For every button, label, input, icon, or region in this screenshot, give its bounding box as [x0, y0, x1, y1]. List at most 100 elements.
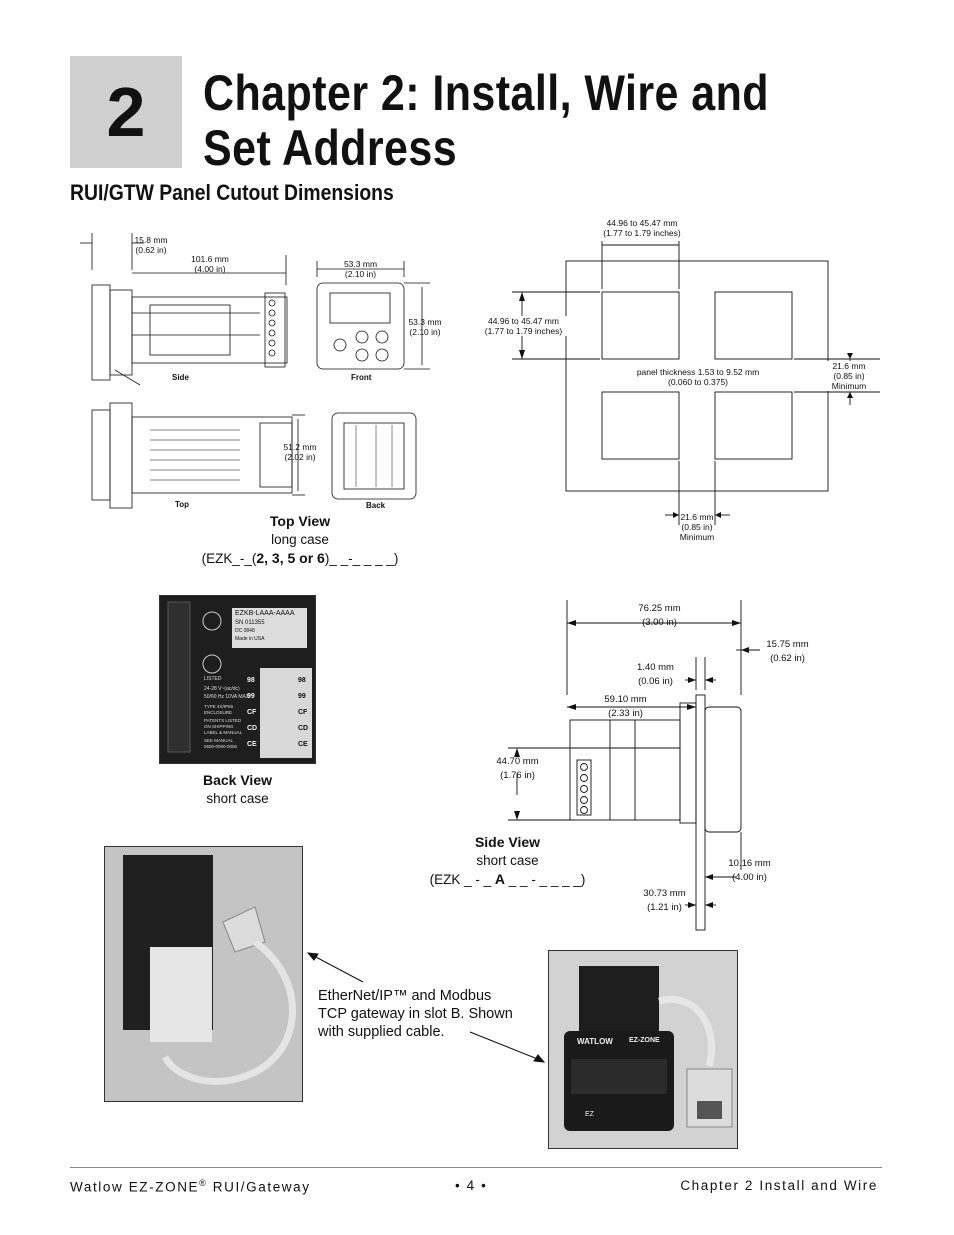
- side-dim-76-25-mm: 76.25 mm: [638, 603, 681, 614]
- side-dim-1-40-mm: 1.40 mm: [637, 662, 674, 673]
- dim-15-8-in: (0.62 in): [135, 245, 167, 255]
- dim-101-6-mm: 101.6 mm: [191, 254, 229, 264]
- view-label-front: Front: [351, 373, 372, 382]
- gateway-note-line-2: TCP gateway in slot B. Shown: [318, 1006, 513, 1022]
- side-dim-59-10-mm: 59.10 mm: [604, 694, 647, 705]
- dim-15-8: 15.8 mm (0.62 in): [126, 235, 176, 255]
- dim-51-2: 51.2 mm (2.02 in): [278, 442, 322, 462]
- side-view-caption-title: Side View: [474, 834, 541, 850]
- footer-left: Watlow EZ-ZONE® RUI/Gateway: [70, 1178, 311, 1195]
- footer-product: Watlow EZ-ZONE: [70, 1179, 200, 1195]
- side-dim-15-75: 15.75 mm (0.62 in): [760, 638, 815, 666]
- side-dim-10-16-mm: 10.16 mm: [728, 858, 771, 869]
- terminal-ce-right: CE: [298, 741, 308, 748]
- back-photo-label-part: EZKB-LAAA-AAAA: [235, 610, 295, 617]
- side-dim-15-75-in: (0.62 in): [770, 653, 805, 664]
- long-case-drawing: [80, 233, 430, 509]
- panel-thickness-mm: panel thickness 1.53 to 9.52 mm: [636, 367, 760, 377]
- panel-thickness-note: panel thickness 1.53 to 9.52 mm (0.060 t…: [618, 367, 778, 387]
- terminal-cd-right: CD: [298, 725, 309, 732]
- side-dim-76-25-in: (3.00 in): [642, 617, 677, 628]
- back-view-caption: Back View short case: [190, 771, 285, 808]
- panel-thickness-in: (0.060 to 0.375): [667, 377, 728, 387]
- back-photo-label-made: Made in USA: [235, 636, 265, 642]
- chapter-title-line-2: Set Address: [203, 120, 458, 176]
- back-photo-manual-2: 0600-0060-0000: [204, 744, 238, 749]
- footer-rule: [70, 1167, 882, 1168]
- cutout-dim-right-in: (0.85 in): [833, 371, 865, 381]
- dim-51-2-mm: 51.2 mm: [283, 442, 317, 452]
- back-view-photo: EZKB-LAAA-AAAA SN 011355 DC 0848 Made in…: [159, 595, 316, 764]
- terminal-cf-right: CF: [298, 709, 308, 716]
- cutout-dim-bottom-in: (0.85 in): [681, 522, 713, 532]
- footer-registered-mark: ®: [199, 1178, 208, 1188]
- top-view-caption: Top View long case (EZK_-_(2, 3, 5 or 6)…: [190, 512, 410, 568]
- view-label-back: Back: [366, 501, 386, 510]
- cutout-dim-right-min: Minimum: [831, 381, 867, 391]
- chapter-title-line-1: Chapter 2: Install, Wire and: [203, 65, 769, 121]
- dim-53-3-width: 53.3 mm (2.10 in): [333, 259, 388, 279]
- gateway-photo-front: WATLOW EZ-ZONE EZ: [548, 950, 738, 1149]
- dim-53-3-height-mm: 53.3 mm: [408, 317, 442, 327]
- back-photo-patents-3: LABEL & MANUAL: [204, 730, 243, 735]
- terminal-ce-left: CE: [247, 741, 257, 748]
- callout-arrows: [306, 952, 546, 1063]
- cutout-dim-right-mm: 21.6 mm: [832, 361, 866, 371]
- side-dim-30-73-mm: 30.73 mm: [643, 888, 686, 899]
- dim-101-6-in: (4.00 in): [194, 264, 226, 274]
- footer-product-2: RUI/Gateway: [207, 1179, 311, 1195]
- back-view-caption-line2: short case: [206, 791, 269, 806]
- back-photo-enclosure: ENCLOSURE: [204, 710, 233, 715]
- cutout-dim-left: 44.96 to 45.47 mm (1.77 to 1.79 inches): [476, 316, 571, 336]
- side-view-caption-line3: (EZK _ - _ A _ _ - _ _ _ _): [429, 871, 586, 887]
- dim-53-3-height: 53.3 mm (2.10 in): [404, 317, 446, 337]
- back-photo-voltage: 24-28 V~(ac/dc): [204, 686, 240, 692]
- cutout-dim-left-in: (1.77 to 1.79 inches): [484, 326, 563, 336]
- side-view-caption-line2: short case: [476, 853, 539, 868]
- cutout-dim-left-mm: 44.96 to 45.47 mm: [488, 316, 559, 326]
- back-view-caption-title: Back View: [202, 772, 272, 788]
- back-photo-terminal-labels-right: 98 99 CF CD CE: [298, 673, 308, 753]
- top-view-caption-line3: (EZK_-_(2, 3, 5 or 6)_ _-_ _ _ _): [201, 550, 399, 566]
- chapter-title: Chapter 2: Install, Wire and Set Address: [203, 66, 822, 176]
- footer-chapter: Chapter 2 Install and Wire: [680, 1178, 878, 1193]
- side-dim-1-40-in: (0.06 in): [638, 676, 673, 687]
- dim-51-2-in: (2.02 in): [284, 452, 316, 462]
- cutout-dim-bottom-min: Minimum: [679, 532, 715, 542]
- back-photo-patents-1: PATENTS LISTED: [204, 718, 242, 723]
- dim-101-6: 101.6 mm (4.00 in): [180, 254, 240, 274]
- dim-53-3-width-in: (2.10 in): [344, 269, 377, 279]
- chapter-number: 2: [106, 73, 146, 151]
- back-photo-hz: 50/60 Hz 10VA MAX: [204, 694, 250, 700]
- terminal-98-right: 98: [298, 677, 306, 684]
- side-dim-44-70-mm: 44.70 mm: [496, 756, 539, 767]
- cutout-dim-top-mm: 44.96 to 45.47 mm: [606, 218, 678, 228]
- view-label-top: Top: [175, 500, 190, 509]
- dim-15-8-mm: 15.8 mm: [134, 235, 168, 245]
- terminal-99-left: 99: [247, 693, 255, 700]
- back-photo-type: TYPE 4X/IP66: [204, 704, 234, 709]
- side-dim-10-16-in: (4.00 in): [732, 872, 767, 883]
- gateway-note-line-3: with supplied cable.: [318, 1024, 445, 1040]
- back-photo-patents-2: ON SHIPPING: [204, 724, 234, 729]
- gateway-note: EtherNet/IP™ and Modbus TCP gateway in s…: [318, 987, 548, 1041]
- side-dim-10-16: 10.16 mm (4.00 in): [722, 857, 777, 885]
- terminal-cf-left: CF: [247, 709, 257, 716]
- side-dim-30-73: 30.73 mm (1.21 in): [637, 887, 692, 915]
- cutout-dim-right: 21.6 mm (0.85 in) Minimum: [825, 361, 873, 391]
- cutout-dim-bottom-mm: 21.6 mm: [680, 512, 714, 522]
- back-photo-label-dc: DC 0848: [235, 628, 255, 634]
- side-view-caption: Side View short case (EZK _ - _ A _ _ - …: [410, 833, 605, 889]
- cutout-dim-top: 44.96 to 45.47 mm (1.77 to 1.79 inches): [582, 218, 702, 238]
- chapter-number-box: 2: [70, 56, 182, 168]
- side-dim-76-25: 76.25 mm (3.00 in): [632, 602, 687, 630]
- back-photo-manual-1: SEE MANUAL: [204, 738, 234, 743]
- back-photo-listed: LISTED: [204, 676, 222, 682]
- view-label-side: Side: [172, 373, 189, 382]
- top-view-caption-line2: long case: [271, 532, 329, 547]
- terminal-99-right: 99: [298, 693, 306, 700]
- back-photo-label-sn: SN 011355: [235, 620, 265, 626]
- side-dim-44-70-in: (1.76 in): [500, 770, 535, 781]
- cutout-dim-bottom: 21.6 mm (0.85 in) Minimum: [672, 512, 722, 542]
- side-dim-59-10-in: (2.33 in): [608, 708, 643, 719]
